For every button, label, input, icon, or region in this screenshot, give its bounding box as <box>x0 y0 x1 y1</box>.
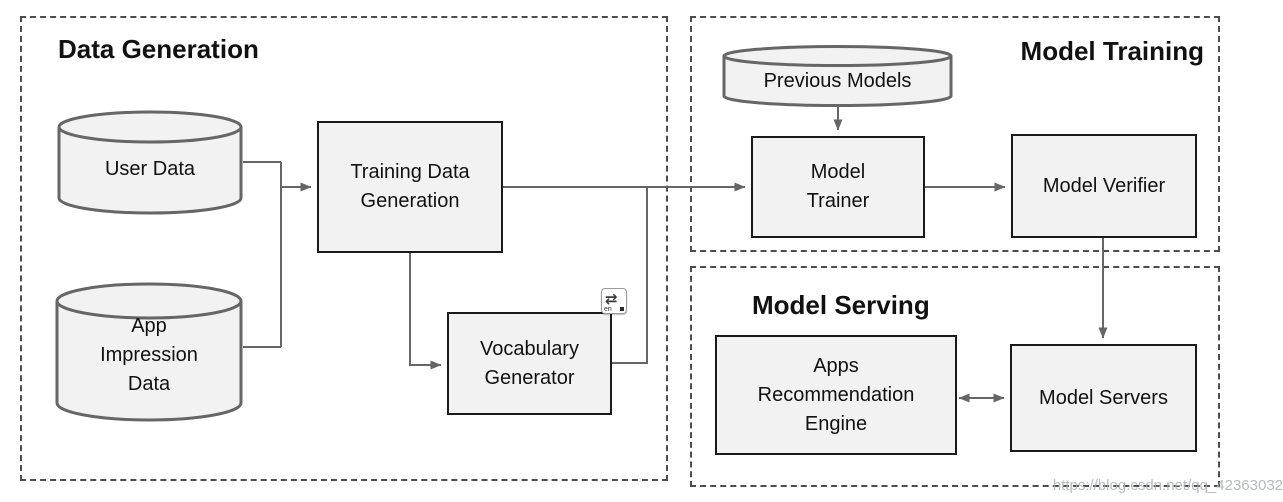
translate-icon[interactable]: ⇄ en <box>601 288 627 314</box>
node-model-verifier: Model Verifier <box>1011 134 1197 238</box>
node-label: Vocabulary Generator <box>480 337 579 389</box>
node-model-servers: Model Servers <box>1010 344 1197 452</box>
translate-badge-dot <box>620 307 624 311</box>
node-app-impression-data: App Impression Data <box>55 282 243 422</box>
cylinder-shape <box>722 45 953 107</box>
section-data-generation: Data Generation <box>20 16 668 481</box>
node-label: Model Trainer <box>806 161 870 212</box>
node-label: Apps Recommendation Engine <box>757 354 915 435</box>
section-model-serving: Model Serving <box>690 266 1220 487</box>
node-label: Model Verifier <box>1042 174 1166 197</box>
section-title-data-generation: Data Generation <box>58 34 259 64</box>
section-model-training: Model Training <box>690 16 1220 252</box>
translate-language-label: en <box>604 306 612 313</box>
section-title-model-training: Model Training <box>1020 36 1204 66</box>
node-label: Training Data Generation <box>350 161 470 212</box>
node-label: User Data <box>104 158 196 180</box>
cylinder-shape <box>55 282 243 422</box>
node-apps-recommendation-engine: Apps Recommendation Engine <box>715 335 957 455</box>
node-user-data: User Data <box>57 110 243 215</box>
node-label: App Impression Data <box>100 314 198 395</box>
node-label: Model Servers <box>1039 386 1168 409</box>
node-model-trainer: Model Trainer <box>751 136 925 238</box>
node-vocabulary-generator: Vocabulary Generator <box>447 312 612 415</box>
section-title-model-serving: Model Serving <box>752 290 930 320</box>
cylinder-shape <box>57 110 243 215</box>
node-previous-models: Previous Models <box>722 45 953 107</box>
node-label: Previous Models <box>763 69 912 92</box>
node-training-data-generation: Training Data Generation <box>317 121 503 253</box>
watermark-url: https://blog.csdn.net/qq_42363032 <box>1052 477 1283 494</box>
